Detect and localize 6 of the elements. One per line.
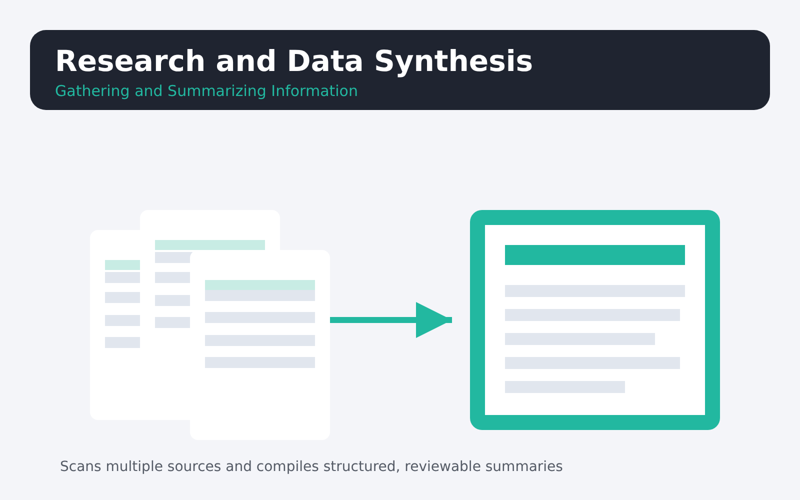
subtitle: Gathering and Summarizing Information (55, 82, 358, 100)
title: Research and Data Synthesis (55, 44, 534, 78)
arrow (330, 302, 452, 338)
caption: Scans multiple sources and compiles structured, reviewable summaries (60, 459, 563, 475)
summary-document-drawing (470, 210, 720, 430)
document-stack-drawing (90, 210, 330, 440)
